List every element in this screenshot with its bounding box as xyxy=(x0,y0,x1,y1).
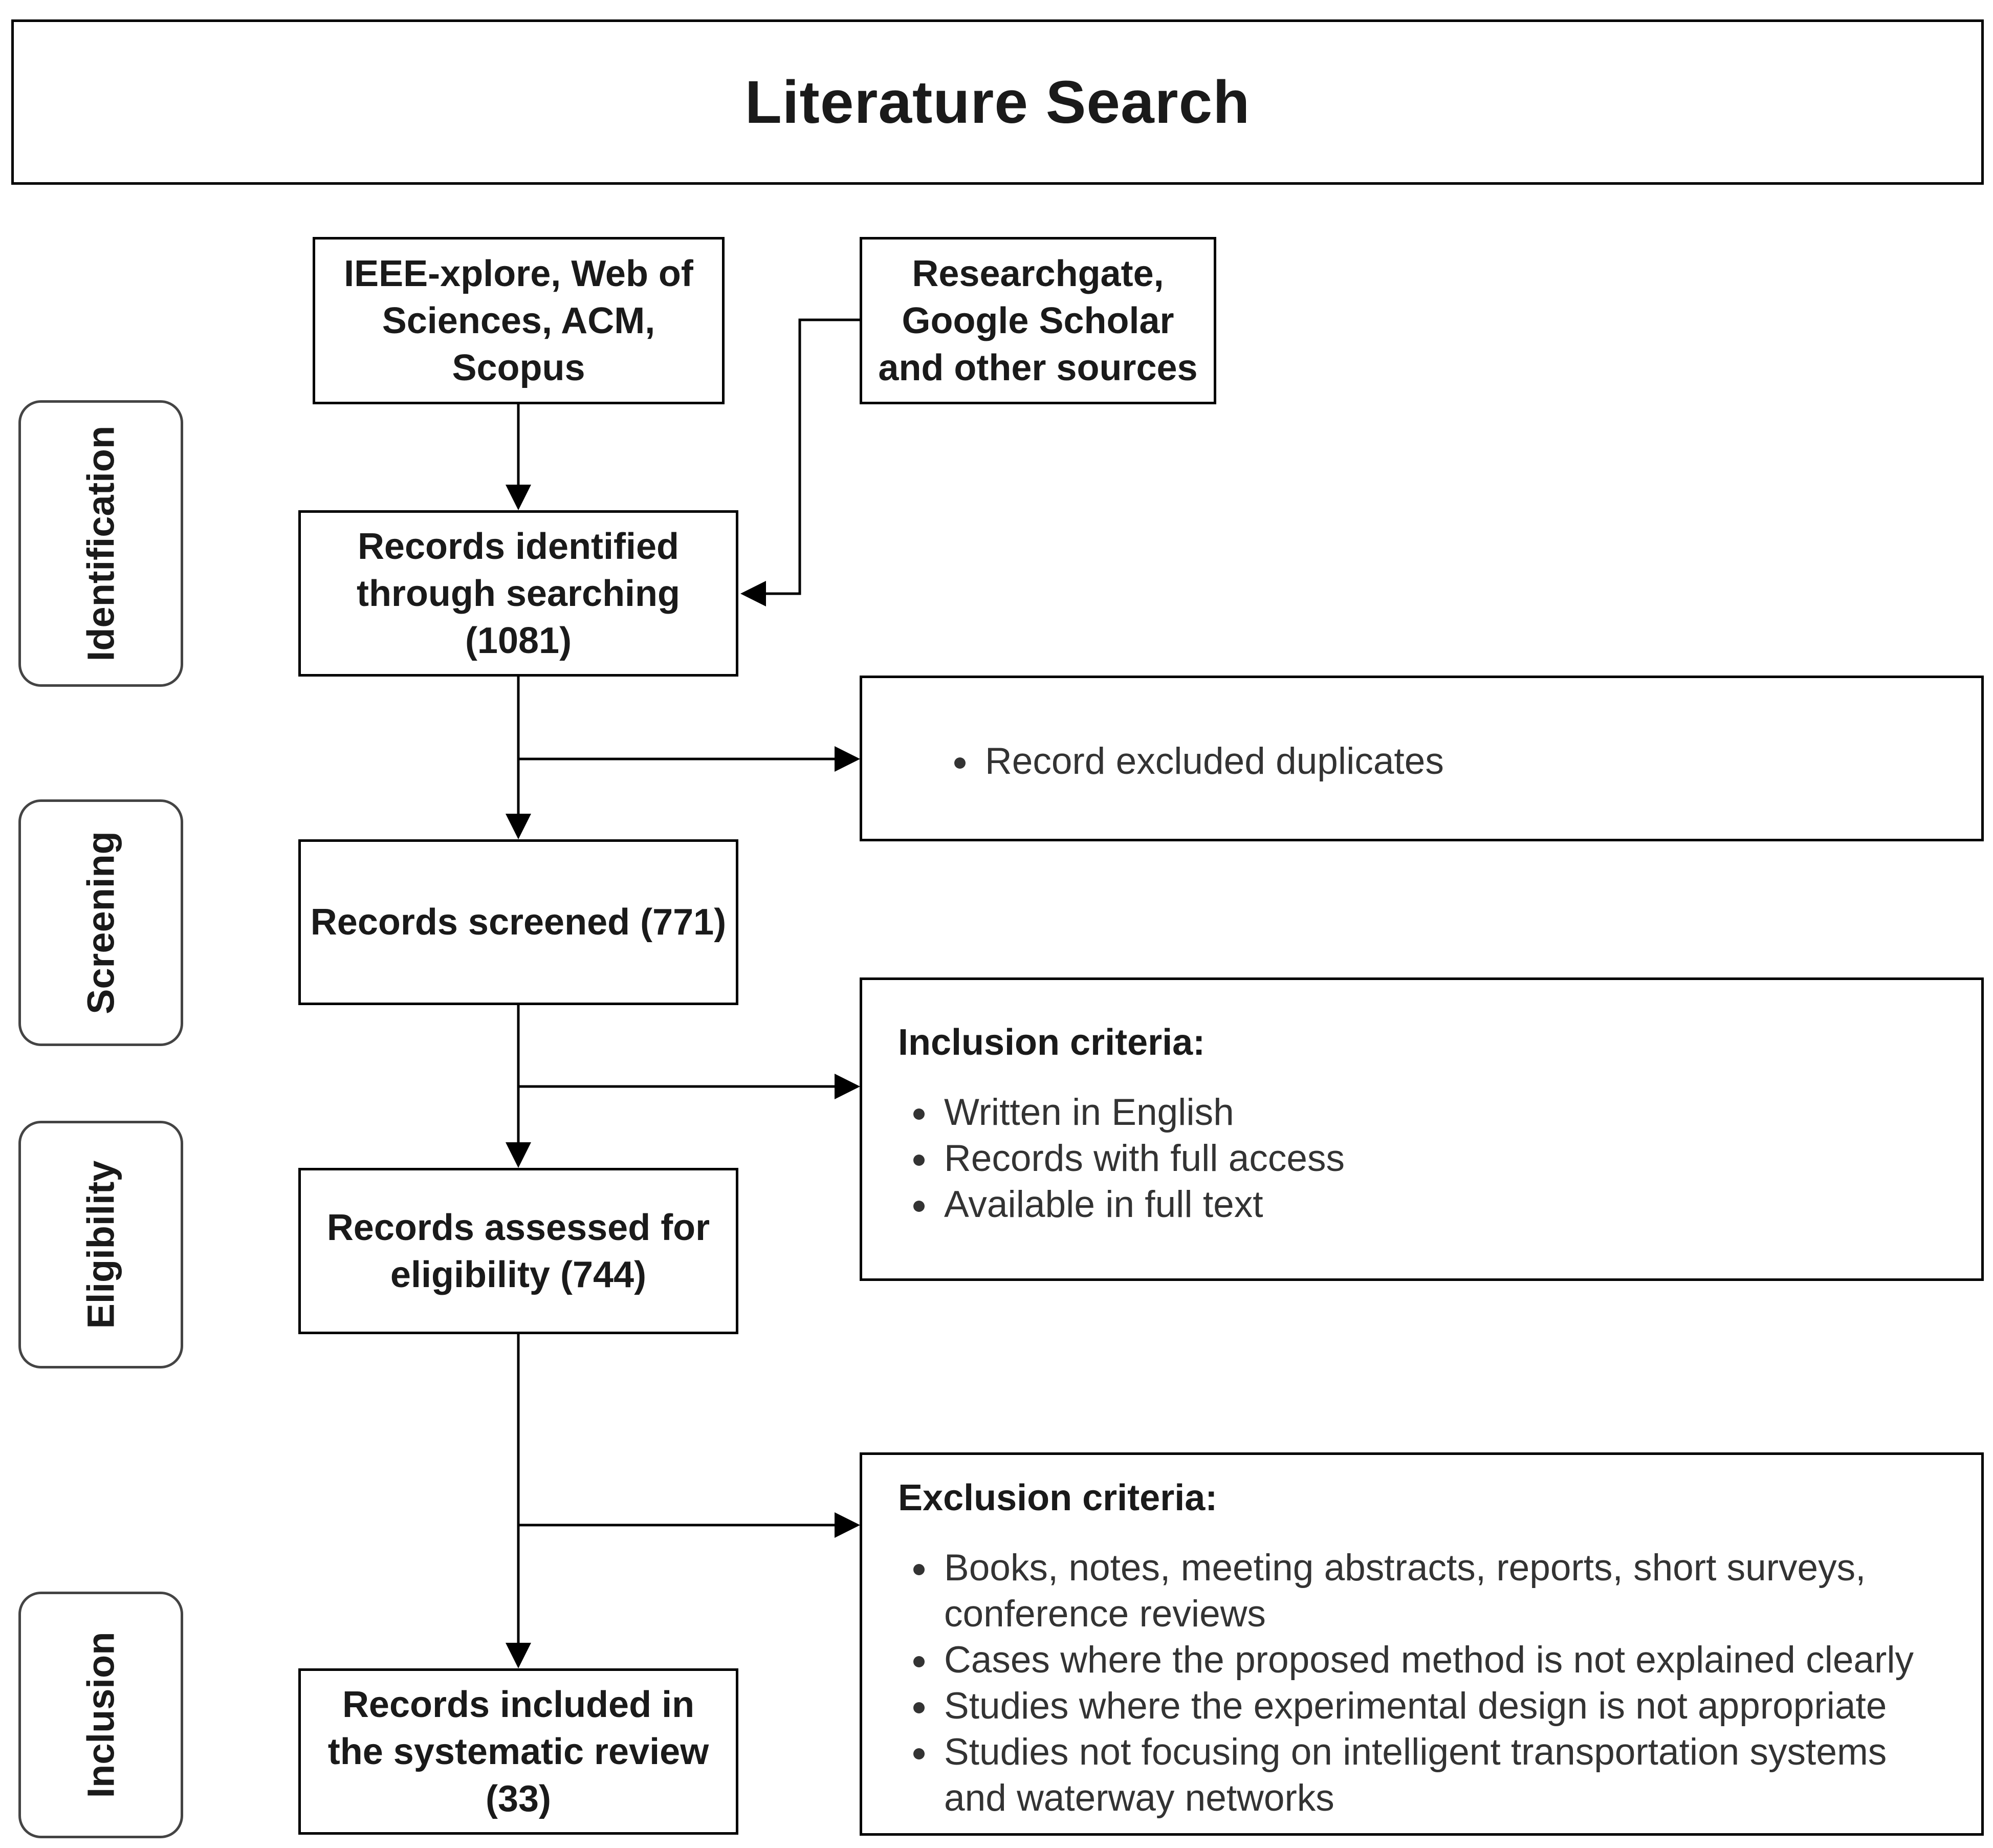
records-identified-box: Records identified through searching (10… xyxy=(298,510,738,677)
exclusion-criteria-title: Exclusion criteria: xyxy=(898,1477,1218,1518)
source-databases-box: IEEE-xplore, Web of Sciences, ACM, Scopu… xyxy=(313,237,725,404)
records-included-text: Records included in the systematic revie… xyxy=(327,1684,709,1819)
records-identified-text: Records identified through searching (10… xyxy=(356,526,681,661)
list-item: Cases where the proposed method is not e… xyxy=(939,1637,1951,1683)
phase-inclusion-label: Inclusion xyxy=(79,1632,122,1798)
other-sources-box: Researchgate, Google Scholar and other s… xyxy=(860,237,1216,404)
phase-eligibility-label: Eligibility xyxy=(79,1160,122,1329)
records-assessed-box: Records assessed for eligibility (744) xyxy=(298,1168,738,1334)
duplicates-item: Record excluded duplicates xyxy=(980,738,1444,785)
inclusion-criteria-box: Inclusion criteria: Written in English R… xyxy=(860,977,1984,1281)
phase-inclusion: Inclusion xyxy=(18,1592,183,1838)
diagram-title: Literature Search xyxy=(744,68,1251,136)
inclusion-criteria-title: Inclusion criteria: xyxy=(898,1022,1206,1063)
phase-identification-label: Identification xyxy=(79,425,122,662)
source-databases-text: IEEE-xplore, Web of Sciences, ACM, Scopu… xyxy=(344,253,693,388)
list-item: Studies not focusing on intelligent tran… xyxy=(939,1729,1951,1821)
phase-eligibility: Eligibility xyxy=(18,1121,183,1368)
arrow-other-to-identified xyxy=(740,318,861,606)
list-item: Studies where the experimental design is… xyxy=(939,1683,1951,1729)
duplicates-box: Record excluded duplicates xyxy=(860,676,1984,841)
phase-screening-label: Screening xyxy=(79,831,122,1014)
title-box: Literature Search xyxy=(11,19,1984,185)
exclusion-criteria-box: Exclusion criteria: Books, notes, meetin… xyxy=(860,1452,1984,1836)
exclusion-criteria-list: Books, notes, meeting abstracts, reports… xyxy=(898,1545,1951,1821)
phase-identification: Identification xyxy=(18,400,183,687)
records-screened-box: Records screened (771) xyxy=(298,839,738,1005)
records-screened-text: Records screened (771) xyxy=(310,902,727,943)
list-item: Records with full access xyxy=(939,1136,1951,1182)
list-item: Written in English xyxy=(939,1090,1951,1136)
list-item: Available in full text xyxy=(939,1182,1951,1228)
list-item: Books, notes, meeting abstracts, reports… xyxy=(939,1545,1951,1637)
duplicates-list: Record excluded duplicates xyxy=(862,738,1444,785)
records-assessed-text: Records assessed for eligibility (744) xyxy=(326,1207,710,1295)
inclusion-criteria-list: Written in English Records with full acc… xyxy=(898,1090,1951,1228)
phase-screening: Screening xyxy=(18,799,183,1046)
other-sources-text: Researchgate, Google Scholar and other s… xyxy=(878,253,1198,388)
records-included-box: Records included in the systematic revie… xyxy=(298,1668,738,1835)
